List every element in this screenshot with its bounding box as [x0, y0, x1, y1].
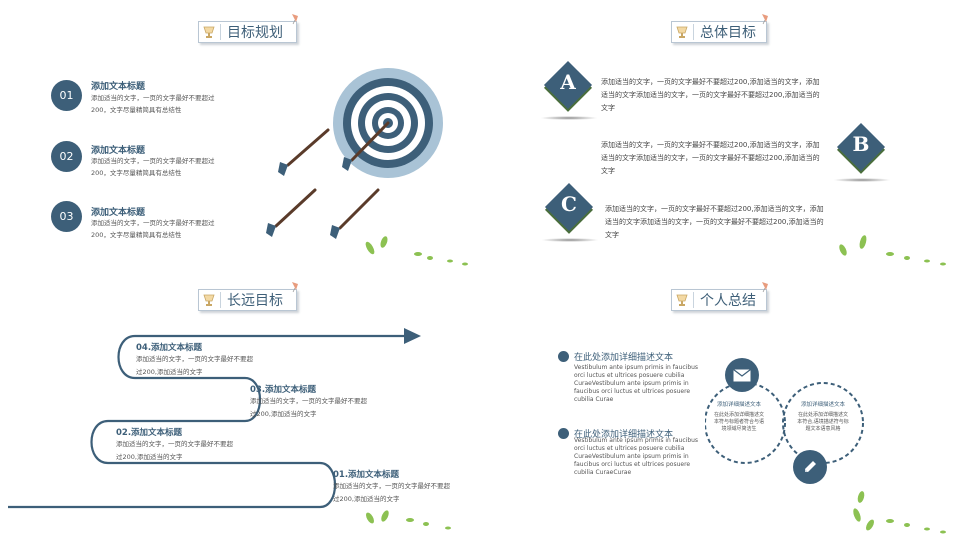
long-term-goal-section: 长远目标 04.添加文本标题 添加适当的文字，一页的文字最好不要超过200,添加…: [0, 274, 480, 548]
step-description: 添加适当的文字，一页的文字最好不要超过200,添加适当的文字: [136, 355, 253, 376]
pushpin-icon: [292, 14, 298, 25]
trophy-icon: [676, 26, 688, 38]
leaf-decoration: [839, 235, 946, 266]
item-description: 添加适当的文字，一页的文字最好不要超过200，文字尽量精简具有总结性: [91, 94, 215, 114]
goal-planning-section: 目标规划 01 添加文本标题 添加适当的文字，一页的文字最好不要超过200，文字…: [0, 0, 480, 274]
step-description: 添加适当的文字，一页的文字最好不要超过200,添加适当的文字: [333, 482, 450, 503]
diamond-shadow: [540, 116, 598, 120]
ring-title: 添加详细描述文本: [716, 402, 761, 408]
envelope-icon: [733, 368, 751, 381]
goal-description: 添加适当的文字，一页的文字最好不要超过200,添加适当的文字，添加适当的文字添加…: [601, 78, 820, 112]
summary-text: Vestibulum ante ipsum primis in faucibus…: [574, 364, 699, 403]
section-title: 目标规划: [227, 25, 283, 41]
pushpin-icon: [762, 14, 768, 25]
bullet-dot: [558, 351, 569, 362]
overall-goal-section: 总体目标 A 添加适当的文字，一页的文字最好不要超过200,添加适当的文字，添加…: [480, 0, 960, 274]
section-title-tag: 长远目标: [198, 282, 298, 311]
step-title: 01.添加文本标题: [333, 470, 400, 480]
diamond-shadow: [541, 238, 599, 242]
section-title-tag: 目标规划: [198, 14, 298, 43]
summary-heading: 在此处添加详细描述文本: [574, 353, 674, 363]
trophy-icon: [203, 26, 215, 38]
dashed-rings-diagram: [705, 382, 864, 464]
section-title: 长远目标: [227, 293, 283, 309]
goal-description: 添加适当的文字，一页的文字最好不要超过200,添加适当的文字，添加适当的文字添加…: [605, 205, 824, 239]
item-number-badge: 03: [51, 201, 82, 232]
bullet-dot: [558, 428, 569, 439]
trophy-icon: [203, 294, 215, 306]
pushpin-icon: [292, 282, 298, 293]
personal-summary-section: 个人总结 在此处添加详细描述文本 Vestibulum ante ipsum p…: [480, 274, 960, 548]
trophy-icon: [676, 294, 688, 306]
diamond-letter: C: [561, 192, 577, 216]
leaf-decoration: [853, 491, 946, 534]
diamond-letter: B: [852, 132, 870, 156]
tag-divider: [693, 24, 694, 40]
summary-heading: 在此处添加详细描述文本: [574, 430, 674, 440]
item-title: 添加文本标题: [91, 146, 146, 156]
step-description: 添加适当的文字，一页的文字最好不要超过200,添加适当的文字: [116, 440, 233, 461]
step-title: 03.添加文本标题: [250, 385, 317, 395]
item-description: 添加适当的文字，一页的文字最好不要超过200，文字尽量精简具有总结性: [91, 219, 215, 239]
ring-description: 在此处添加详细描述文本符合,语境描述符与标题文本语意风格: [797, 412, 849, 432]
tag-divider: [693, 292, 694, 308]
winding-path-arrow: [8, 328, 421, 509]
item-title: 添加文本标题: [91, 82, 146, 92]
diamond-badge-c: C: [541, 182, 599, 246]
tag-divider: [220, 292, 221, 308]
tag-divider: [220, 24, 221, 40]
pencil-icon: [805, 461, 816, 472]
step-description: 添加适当的文字，一页的文字最好不要超过200,添加适当的文字: [250, 397, 367, 418]
leaf-decoration: [366, 510, 451, 530]
step-title: 02.添加文本标题: [116, 428, 183, 438]
target-with-arrows-illustration: [266, 68, 443, 239]
item-number-badge: 01: [51, 80, 82, 111]
goal-description: 添加适当的文字，一页的文字最好不要超过200,添加适当的文字，添加适当的文字添加…: [601, 141, 820, 175]
step-title: 04.添加文本标题: [136, 343, 203, 353]
summary-text: Vestibulum ante ipsum primis in faucibus…: [574, 437, 699, 476]
item-title: 添加文本标题: [91, 208, 146, 218]
leaf-decoration: [365, 236, 468, 266]
diamond-badge-b: B: [833, 122, 891, 186]
diamond-shadow: [833, 178, 891, 182]
edit-icon-button: [793, 450, 827, 484]
section-title: 总体目标: [700, 25, 756, 41]
ring-description: 在此处添加详细描述文本符与标题者符合与语境领域尽简洁生: [713, 412, 764, 432]
diamond-letter: A: [560, 70, 576, 94]
diamond-badge-a: A: [540, 60, 598, 124]
section-title-tag: 总体目标: [671, 14, 768, 43]
item-description: 添加适当的文字，一页的文字最好不要超过200，文字尽量精简具有总结性: [91, 157, 215, 177]
section-title: 个人总结: [700, 293, 756, 309]
ring-title: 添加详细描述文本: [800, 402, 845, 408]
pushpin-icon: [762, 282, 768, 293]
item-number-badge: 02: [51, 141, 82, 172]
section-title-tag: 个人总结: [671, 282, 768, 311]
email-icon-button: [725, 358, 759, 392]
